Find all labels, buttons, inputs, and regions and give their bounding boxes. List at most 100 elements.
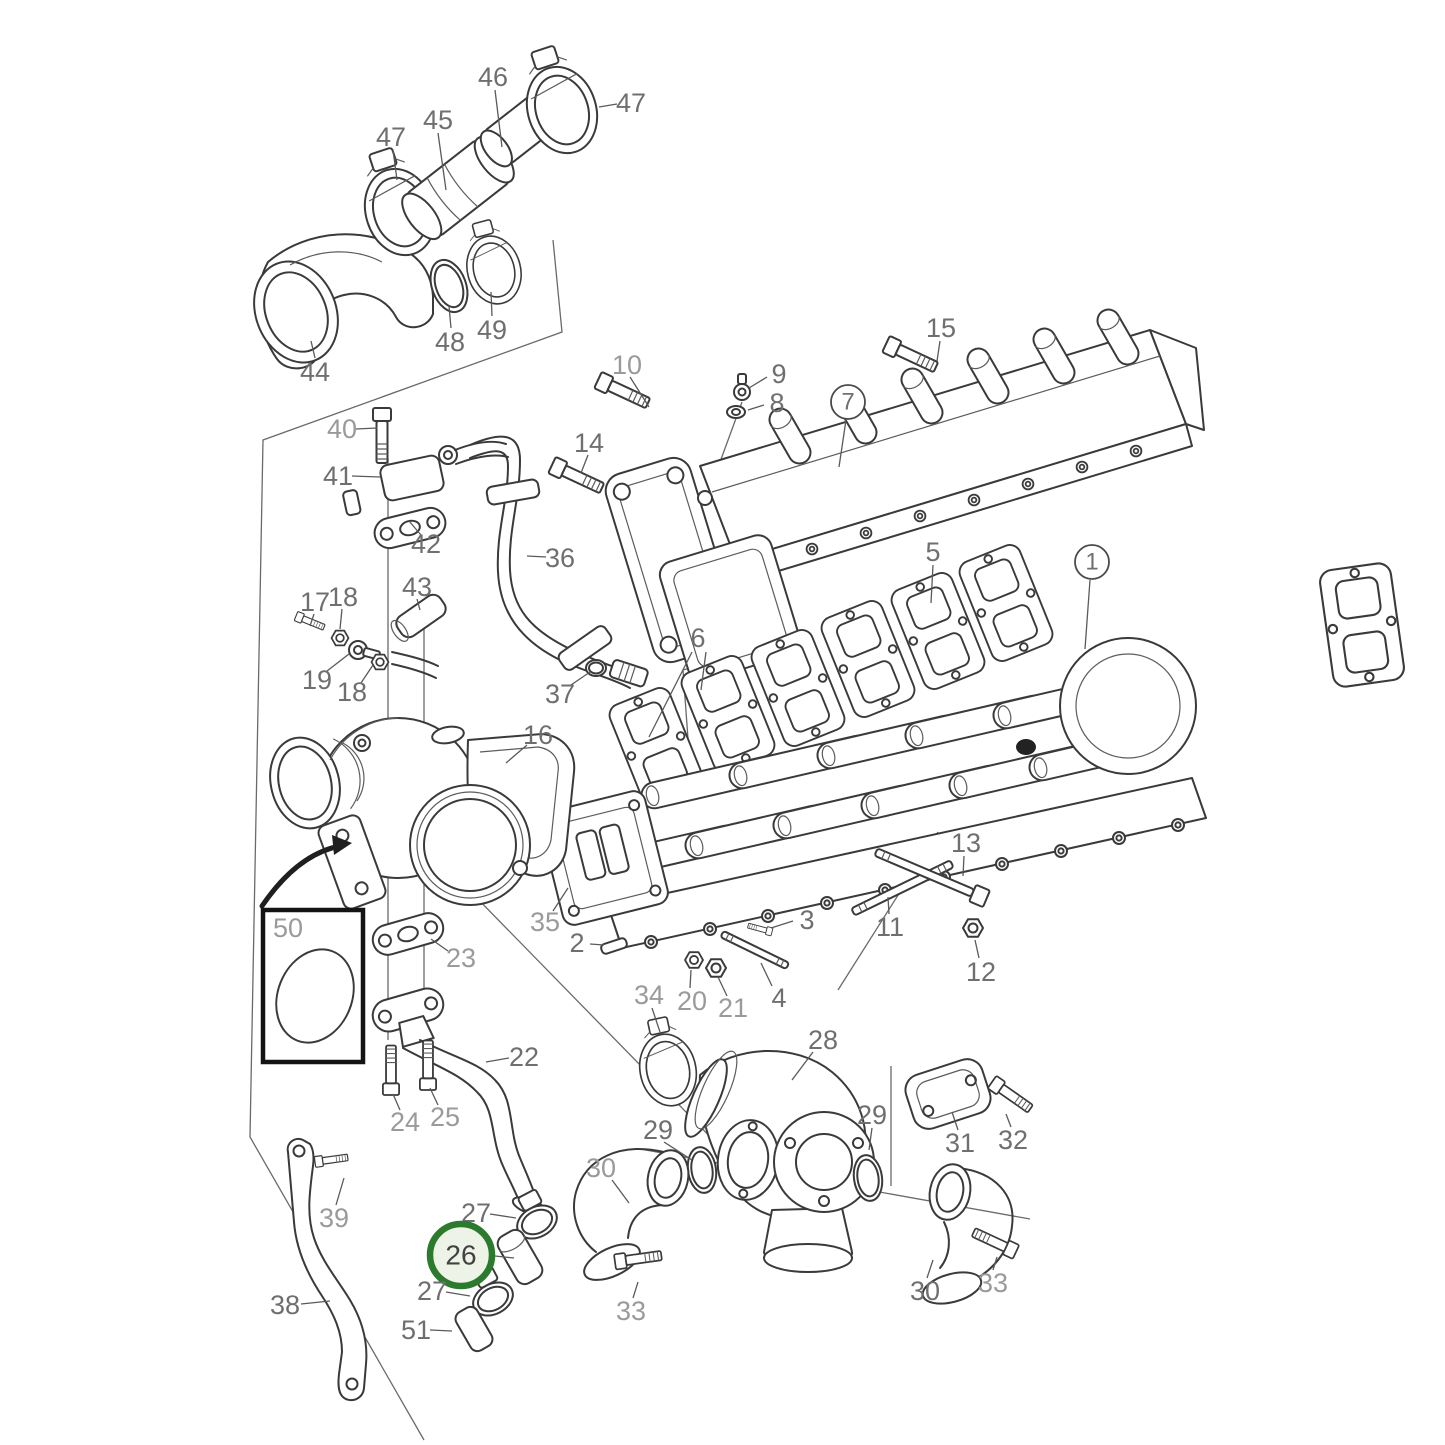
part-label-9[interactable]: 9 xyxy=(771,359,786,389)
part-5-gasket xyxy=(1317,560,1407,690)
part-label-24[interactable]: 24 xyxy=(390,1107,420,1137)
part-22-oil-drain-pipe xyxy=(371,987,547,1216)
part-label-28[interactable]: 28 xyxy=(808,1025,838,1055)
part-label-20[interactable]: 20 xyxy=(677,986,707,1016)
leader-line-13 xyxy=(962,855,965,877)
part-label-18-a[interactable]: 18 xyxy=(328,582,358,612)
part-label-33-right[interactable]: 33 xyxy=(978,1268,1008,1298)
part-number-12: 12 xyxy=(966,957,996,987)
leader-line-48 xyxy=(448,305,452,329)
part-label-12[interactable]: 12 xyxy=(966,957,996,987)
part-label-15[interactable]: 15 xyxy=(926,313,956,343)
part-label-26[interactable]: 26 xyxy=(426,1220,496,1290)
part-label-7[interactable]: 7 xyxy=(830,384,866,420)
part-label-11[interactable]: 11 xyxy=(876,912,904,942)
leader-line-20 xyxy=(689,969,692,989)
part-label-25[interactable]: 25 xyxy=(430,1102,460,1132)
part-number-36: 36 xyxy=(545,543,575,573)
part-label-42[interactable]: 42 xyxy=(411,529,441,559)
part-label-31[interactable]: 31 xyxy=(945,1128,975,1158)
part-label-35[interactable]: 35 xyxy=(530,907,560,937)
part-label-6[interactable]: 6 xyxy=(690,623,705,653)
part-number-10: 10 xyxy=(612,350,642,380)
leader-line-39 xyxy=(335,1177,345,1206)
part-label-50[interactable]: 50 xyxy=(273,913,303,943)
part-label-29-left[interactable]: 29 xyxy=(643,1115,673,1145)
part-number-35: 35 xyxy=(530,907,560,937)
part-number-33-left: 33 xyxy=(616,1296,646,1326)
part-label-30-left[interactable]: 30 xyxy=(586,1153,616,1183)
part-label-2[interactable]: 2 xyxy=(569,928,584,958)
part-label-46[interactable]: 46 xyxy=(478,62,508,92)
part-label-37[interactable]: 37 xyxy=(545,679,575,709)
oil-pipe-short xyxy=(391,651,439,679)
leader-line-40 xyxy=(355,427,378,430)
part-label-43[interactable]: 43 xyxy=(402,572,432,602)
leader-line-15 xyxy=(936,340,941,362)
part-label-14[interactable]: 14 xyxy=(574,428,604,458)
part-21-nut xyxy=(705,958,727,978)
part-25-bolt xyxy=(418,1039,438,1091)
part-19-banjo-bolt xyxy=(348,640,381,661)
leader-line-6 xyxy=(648,651,693,738)
part-36-oil-feed-line xyxy=(469,435,637,689)
part-label-34[interactable]: 34 xyxy=(634,980,664,1010)
leader-line-47-right xyxy=(598,103,618,108)
part-label-17[interactable]: 17 xyxy=(300,587,330,617)
part-number-47-left: 47 xyxy=(376,122,406,152)
part-label-39[interactable]: 39 xyxy=(319,1203,349,1233)
part-label-38[interactable]: 38 xyxy=(270,1290,300,1320)
part-label-48[interactable]: 48 xyxy=(435,327,465,357)
part-label-41[interactable]: 41 xyxy=(323,461,353,491)
part-label-8[interactable]: 8 xyxy=(769,388,784,418)
part-number-43: 43 xyxy=(402,572,432,602)
leader-line-7 xyxy=(838,419,847,468)
part-label-21[interactable]: 21 xyxy=(718,993,748,1023)
part-number-29-left: 29 xyxy=(643,1115,673,1145)
part-label-40[interactable]: 40 xyxy=(327,414,357,444)
leader-line-25 xyxy=(429,1087,439,1106)
part-label-19[interactable]: 19 xyxy=(302,665,332,695)
part-3-screw xyxy=(746,921,774,937)
part-label-29-right[interactable]: 29 xyxy=(857,1100,887,1130)
part-label-49[interactable]: 49 xyxy=(477,315,507,345)
part-number-30-left: 30 xyxy=(586,1153,616,1183)
part-number-11: 11 xyxy=(876,912,904,942)
part-label-45[interactable]: 45 xyxy=(423,105,453,135)
part-number-42: 42 xyxy=(411,529,441,559)
part-label-18-b[interactable]: 18 xyxy=(337,677,367,707)
part-number-51: 51 xyxy=(401,1315,431,1345)
part-label-10[interactable]: 10 xyxy=(612,350,642,380)
leader-line-22 xyxy=(485,1057,510,1063)
leader-line-47-left xyxy=(392,149,398,181)
part-label-1[interactable]: 1 xyxy=(1074,544,1110,580)
part-number-27-lower: 27 xyxy=(417,1276,447,1306)
part-number-18-a: 18 xyxy=(328,582,358,612)
part-label-47-left[interactable]: 47 xyxy=(376,122,406,152)
part-label-4[interactable]: 4 xyxy=(771,983,786,1013)
part-number-4: 4 xyxy=(771,983,786,1013)
part-label-30-right[interactable]: 30 xyxy=(910,1276,940,1306)
part-label-3[interactable]: 3 xyxy=(799,905,814,935)
leader-line-46 xyxy=(494,89,503,148)
part-label-13[interactable]: 13 xyxy=(951,828,981,858)
part-label-22[interactable]: 22 xyxy=(509,1042,539,1072)
part-number-49: 49 xyxy=(477,315,507,345)
part-label-23[interactable]: 23 xyxy=(446,943,476,973)
part-label-33-left[interactable]: 33 xyxy=(616,1296,646,1326)
part-16-turbocharger xyxy=(269,717,576,910)
leader-line-49 xyxy=(490,291,493,317)
leader-line-19 xyxy=(326,653,350,672)
part-label-27-lower[interactable]: 27 xyxy=(417,1276,447,1306)
part-label-51[interactable]: 51 xyxy=(401,1315,431,1345)
part-label-16[interactable]: 16 xyxy=(523,720,553,750)
part-label-5[interactable]: 5 xyxy=(925,537,940,567)
part-7-induction-manifold-unit xyxy=(604,304,1205,682)
part-18-washer-a xyxy=(330,629,350,647)
part-label-44[interactable]: 44 xyxy=(300,357,330,387)
part-label-47-right[interactable]: 47 xyxy=(616,88,646,118)
part-label-32[interactable]: 32 xyxy=(998,1125,1028,1155)
part-label-36[interactable]: 36 xyxy=(545,543,575,573)
part-number-28: 28 xyxy=(808,1025,838,1055)
